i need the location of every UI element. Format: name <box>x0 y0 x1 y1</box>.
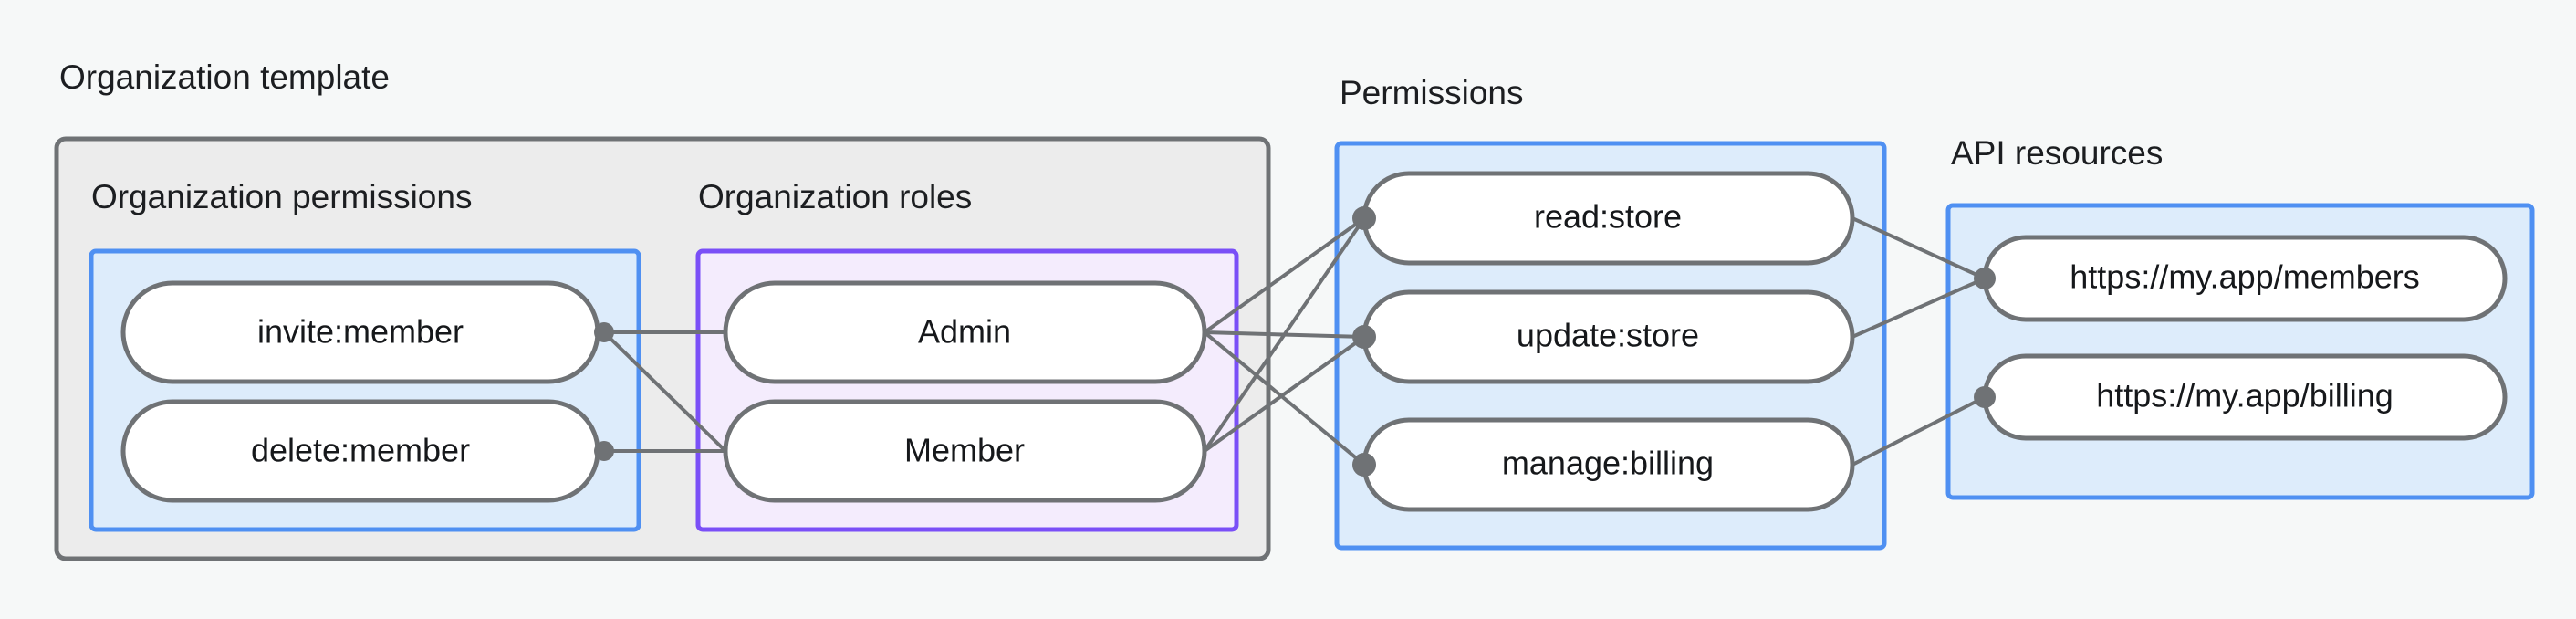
node-update-store-label: update:store <box>1517 317 1699 354</box>
node-manage-billing[interactable]: manage:billing <box>1361 417 1855 512</box>
port-read-store-in <box>1352 206 1376 230</box>
label-organization-roles: Organization roles <box>698 178 972 215</box>
edge-member-to-update-store <box>1203 335 1366 453</box>
node-admin[interactable]: Admin <box>723 280 1207 384</box>
node-invite-member-label: invite:member <box>257 313 464 351</box>
edge-layer <box>602 216 1986 467</box>
node-delete-member[interactable]: delete:member <box>120 399 600 503</box>
port-update-store-in <box>1352 325 1376 349</box>
edge-update-store-to-members-url <box>1851 277 1986 339</box>
port-invite-member-out <box>594 322 614 342</box>
node-members-url[interactable]: https://my.app/members <box>1982 235 2508 322</box>
edge-member-to-read-store <box>1203 216 1366 453</box>
edge-invite-member-to-member <box>602 330 727 453</box>
node-member-shape[interactable] <box>723 399 1207 503</box>
port-members-url-in <box>1974 268 1996 289</box>
port-billing-url-in <box>1974 386 1996 408</box>
edge-admin-to-read-store <box>1203 216 1366 334</box>
node-member-label: Member <box>904 432 1025 469</box>
node-read-store[interactable]: read:store <box>1361 171 1855 266</box>
edge-read-store-to-members-url <box>1851 216 1986 280</box>
port-manage-billing-in <box>1352 453 1376 477</box>
node-delete-member-label: delete:member <box>251 432 470 469</box>
node-member[interactable]: Member <box>723 399 1207 503</box>
node-billing-url[interactable]: https://my.app/billing <box>1982 353 2508 441</box>
label-organization-permissions: Organization permissions <box>91 178 472 215</box>
node-admin-label: Admin <box>918 313 1011 351</box>
port-delete-member-out <box>594 441 614 461</box>
node-billing-url-label: https://my.app/billing <box>2096 377 2393 414</box>
node-manage-billing-label: manage:billing <box>1502 445 1714 482</box>
edge-admin-to-manage-billing <box>1203 330 1366 467</box>
label-organization-template: Organization template <box>59 58 390 96</box>
node-invite-member[interactable]: invite:member <box>120 280 600 384</box>
port-layer <box>594 206 1996 477</box>
node-members-url-label: https://my.app/members <box>2070 258 2419 296</box>
label-permissions: Permissions <box>1340 74 1524 111</box>
label-api-resources: API resources <box>1951 134 2163 172</box>
node-read-store-label: read:store <box>1534 198 1682 236</box>
edge-manage-billing-to-billing-url <box>1851 395 1986 467</box>
node-update-store[interactable]: update:store <box>1361 289 1855 384</box>
node-admin-shape[interactable] <box>723 280 1207 384</box>
